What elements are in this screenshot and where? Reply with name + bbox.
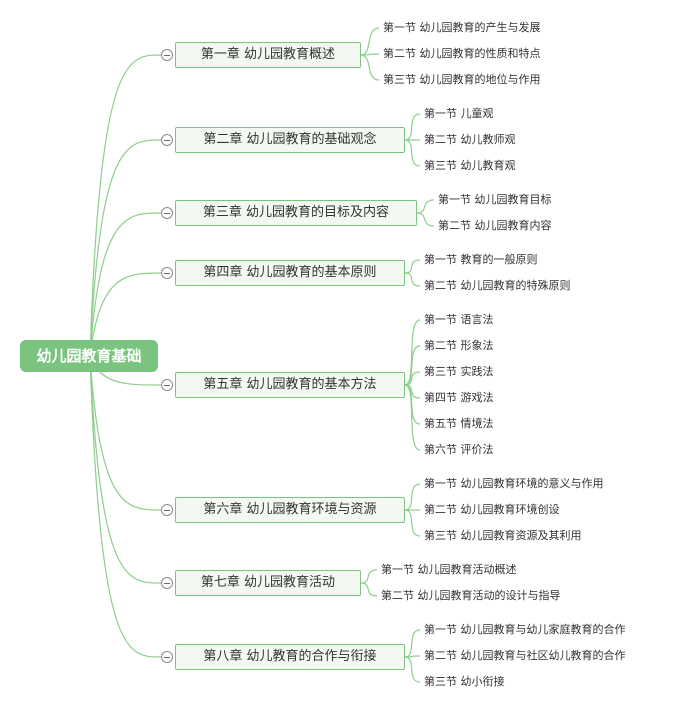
- collapse-toggle-icon[interactable]: [161, 207, 173, 219]
- root-to-chapter-line: [89, 272, 162, 357]
- section-topic[interactable]: 第一节 幼儿园教育的产生与发展: [383, 21, 541, 34]
- root-to-chapter-line: [89, 355, 162, 511]
- chapter-to-section-line: [416, 212, 435, 227]
- collapse-toggle-icon[interactable]: [161, 267, 173, 279]
- section-topic[interactable]: 第三节 幼小衔接: [424, 675, 505, 688]
- collapse-toggle-icon[interactable]: [161, 577, 173, 589]
- chapter-to-section-line: [404, 113, 421, 141]
- chapter-to-section-line: [360, 582, 378, 597]
- chapter-to-section-line: [404, 384, 421, 425]
- chapter-topic[interactable]: 第五章 幼儿园教育的基本方法: [175, 372, 405, 398]
- chapter-to-section-line: [404, 272, 421, 287]
- section-topic[interactable]: 第一节 教育的一般原则: [424, 253, 538, 266]
- chapter-to-section-line: [404, 371, 421, 386]
- chapter-topic[interactable]: 第七章 幼儿园教育活动: [175, 570, 361, 596]
- chapter-to-section-line: [404, 259, 421, 274]
- collapse-toggle-icon[interactable]: [161, 379, 173, 391]
- chapter-to-section-line: [404, 384, 421, 451]
- chapter-to-section-line: [360, 27, 380, 56]
- root-to-chapter-line: [89, 139, 162, 357]
- section-topic[interactable]: 第六节 评价法: [424, 443, 494, 456]
- section-topic[interactable]: 第二节 幼儿教师观: [424, 133, 516, 146]
- chapter-to-section-line: [404, 629, 421, 658]
- collapse-toggle-icon[interactable]: [161, 651, 173, 663]
- section-topic[interactable]: 第二节 幼儿园教育与社区幼儿教育的合作: [424, 649, 626, 662]
- root-to-chapter-line: [89, 54, 162, 357]
- chapter-to-section-line: [404, 656, 421, 683]
- chapter-topic[interactable]: 第三章 幼儿园教育的目标及内容: [175, 200, 417, 226]
- section-topic[interactable]: 第三节 实践法: [424, 365, 494, 378]
- collapse-toggle-icon[interactable]: [161, 134, 173, 146]
- chapter-to-section-line: [404, 483, 421, 511]
- section-topic[interactable]: 第一节 幼儿园教育与幼儿家庭教育的合作: [424, 623, 626, 636]
- chapter-topic[interactable]: 第四章 幼儿园教育的基本原则: [175, 260, 405, 286]
- section-topic[interactable]: 第三节 幼儿园教育资源及其利用: [424, 529, 582, 542]
- section-topic[interactable]: 第四节 游戏法: [424, 391, 494, 404]
- section-topic[interactable]: 第一节 幼儿园教育目标: [438, 193, 552, 206]
- chapter-to-section-line: [404, 139, 421, 167]
- chapter-to-section-line: [404, 384, 421, 399]
- chapter-topic[interactable]: 第六章 幼儿园教育环境与资源: [175, 497, 405, 523]
- section-topic[interactable]: 第二节 幼儿园教育的特殊原则: [424, 279, 571, 292]
- chapter-to-section-line: [416, 199, 435, 214]
- chapter-topic[interactable]: 第二章 幼儿园教育的基础观念: [175, 127, 405, 153]
- section-topic[interactable]: 第五节 情境法: [424, 417, 494, 430]
- chapter-to-section-line: [360, 54, 380, 81]
- root-topic[interactable]: 幼儿园教育基础: [20, 340, 158, 372]
- section-topic[interactable]: 第一节 儿童观: [424, 107, 494, 120]
- collapse-toggle-icon[interactable]: [161, 504, 173, 516]
- chapter-to-section-line: [404, 345, 421, 386]
- section-topic[interactable]: 第三节 幼儿园教育的地位与作用: [383, 73, 541, 86]
- section-topic[interactable]: 第三节 幼儿教育观: [424, 159, 516, 172]
- collapse-toggle-icon[interactable]: [161, 49, 173, 61]
- section-topic[interactable]: 第二节 幼儿园教育环境创设: [424, 503, 560, 516]
- chapter-topic[interactable]: 第一章 幼儿园教育概述: [175, 42, 361, 68]
- root-to-chapter-line: [89, 355, 162, 584]
- section-topic[interactable]: 第一节 幼儿园教育活动概述: [381, 563, 517, 576]
- section-topic[interactable]: 第一节 语言法: [424, 313, 494, 326]
- chapter-to-section-line: [360, 569, 378, 584]
- section-topic[interactable]: 第二节 幼儿园教育内容: [438, 219, 552, 232]
- section-topic[interactable]: 第二节 幼儿园教育活动的设计与指导: [381, 589, 561, 602]
- section-topic[interactable]: 第二节 幼儿园教育的性质和特点: [383, 47, 541, 60]
- section-topic[interactable]: 第二节 形象法: [424, 339, 494, 352]
- chapter-topic[interactable]: 第八章 幼儿教育的合作与衔接: [175, 644, 405, 670]
- root-to-chapter-line: [89, 355, 162, 658]
- root-to-chapter-line: [89, 212, 162, 357]
- chapter-to-section-line: [404, 509, 421, 537]
- section-topic[interactable]: 第一节 幼儿园教育环境的意义与作用: [424, 477, 604, 490]
